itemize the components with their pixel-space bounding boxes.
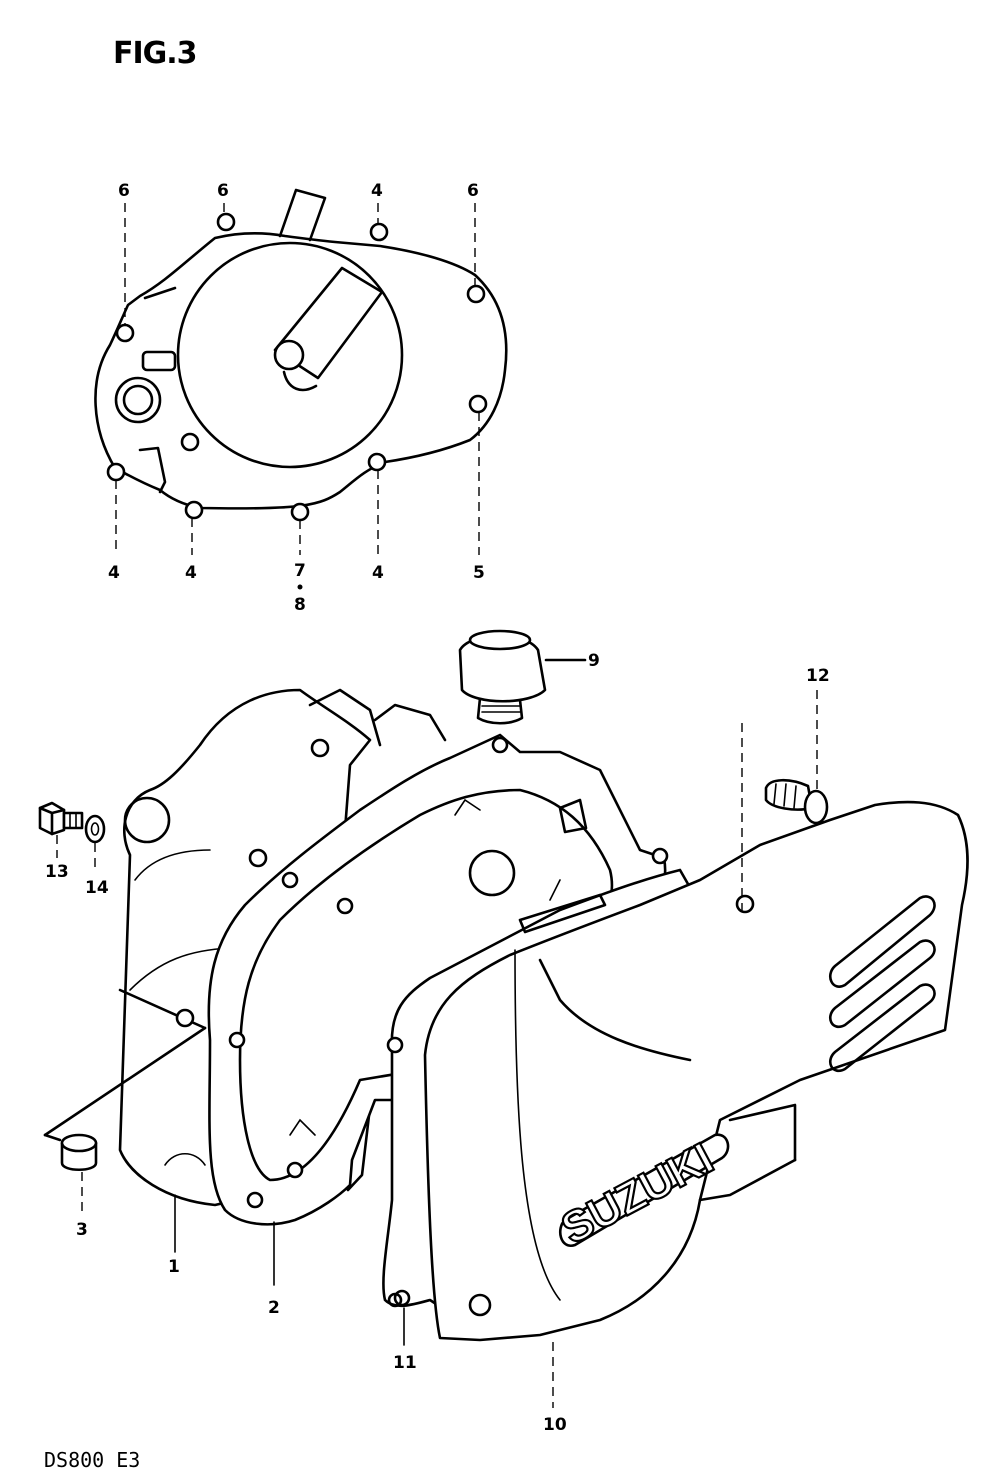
callout-6: 6 bbox=[217, 181, 229, 201]
clutch-cover-gasket-outline bbox=[94, 188, 508, 510]
callout-12: 12 bbox=[806, 666, 830, 686]
callout-14: 14 bbox=[85, 878, 109, 898]
callout-8: 8 bbox=[294, 595, 306, 615]
screw-part-12 bbox=[741, 690, 829, 912]
callout-4: 4 bbox=[371, 181, 383, 201]
callout-10: 10 bbox=[543, 1415, 567, 1435]
callout-11: 11 bbox=[393, 1353, 417, 1373]
dowel-pin-part-3 bbox=[60, 1133, 98, 1212]
oil-filler-plug-part-9 bbox=[458, 629, 587, 725]
callout-3: 3 bbox=[76, 1220, 88, 1240]
bolt-part-13 bbox=[38, 801, 84, 858]
callout-13: 13 bbox=[45, 862, 69, 882]
model-code: DS800 E3 bbox=[44, 1448, 141, 1472]
callout-1: 1 bbox=[168, 1257, 180, 1277]
leader-lines-bottom bbox=[174, 1194, 554, 1408]
callout-9: 9 bbox=[588, 651, 600, 671]
bolt-holes-top bbox=[106, 212, 488, 522]
washer-part-14 bbox=[84, 814, 106, 870]
callout-7: 7 bbox=[294, 561, 306, 581]
callout-2: 2 bbox=[268, 1298, 280, 1318]
callout-4: 4 bbox=[372, 563, 384, 583]
figure-title: FIG.3 bbox=[113, 36, 198, 71]
callout-labels: 6 6 4 6 4 4 7 8 4 5 9 12 13 14 3 1 2 11 … bbox=[45, 181, 830, 1435]
leader-lines-top bbox=[115, 203, 480, 590]
callout-5: 5 bbox=[473, 563, 485, 583]
callout-4: 4 bbox=[185, 563, 197, 583]
callout-6: 6 bbox=[118, 181, 130, 201]
callout-6: 6 bbox=[467, 181, 479, 201]
callout-4: 4 bbox=[108, 563, 120, 583]
